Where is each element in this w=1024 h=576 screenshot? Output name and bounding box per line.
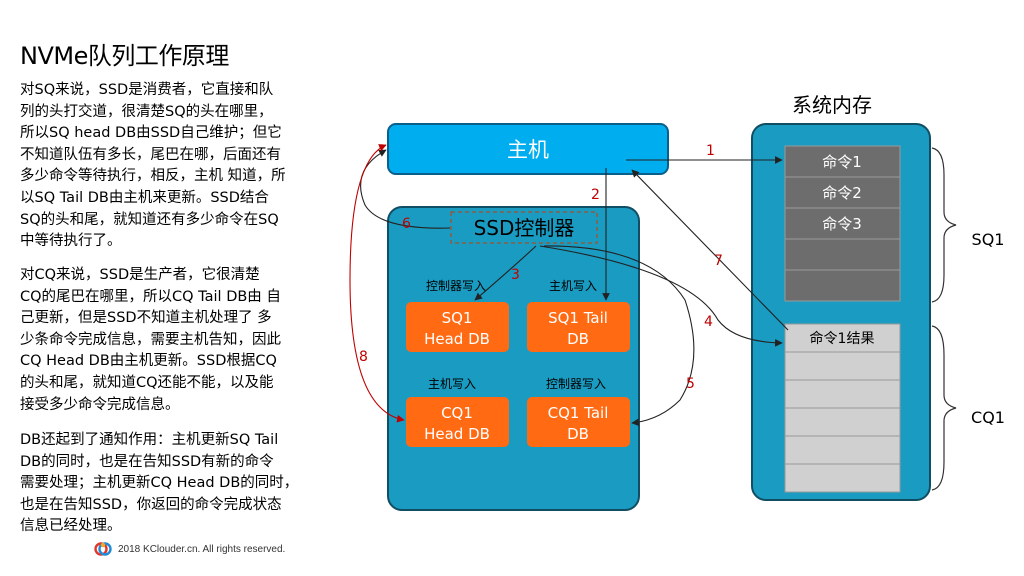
cq1-head-db-line1: CQ1	[441, 404, 473, 422]
cq-entry-1: 命令1结果	[810, 330, 875, 347]
step-label-2: 2	[591, 187, 600, 203]
cq1-head-db-box	[406, 397, 509, 447]
cq-slot	[784, 407, 901, 437]
sq1-queue: 命令1 命令2 命令3	[784, 145, 901, 302]
sq1-head-db-line1: SQ1	[442, 309, 473, 327]
arrow-step-8	[349, 144, 405, 423]
sq1-head-db-box	[406, 302, 509, 352]
cq1-head-db-line2: Head DB	[424, 425, 490, 443]
doorbell-caption-sq-tail: 主机写入	[549, 279, 597, 293]
sq-slot	[784, 207, 901, 240]
cq-slot	[784, 323, 901, 353]
cq-explanation: 对CQ来说，SSD是生产者，它很清楚 CQ的尾巴在哪里，所以CQ Tail DB…	[20, 267, 281, 413]
copyright-text: 2018 KClouder.cn. All rights reserved.	[118, 543, 286, 555]
sq1-tail-db-line2: DB	[567, 330, 589, 348]
controller-label: SSD控制器	[474, 216, 575, 240]
step-label-4: 4	[704, 314, 713, 330]
sq-entry-3: 命令3	[822, 215, 862, 233]
cq-slot	[784, 463, 901, 493]
sq-slot	[784, 145, 901, 178]
arrow-step-5	[543, 245, 695, 427]
cq1-queue: 命令1结果	[784, 323, 901, 493]
cq1-tail-db-line2: DB	[567, 425, 589, 443]
step-label-5: 5	[686, 376, 695, 392]
sq-entry-1: 命令1	[822, 153, 862, 171]
step-label-8: 8	[359, 349, 368, 365]
sq-slot	[784, 176, 901, 209]
sq-slot	[784, 238, 901, 271]
memory-title: 系统内存	[792, 93, 872, 117]
arrow-step-6	[360, 149, 451, 229]
doorbell-caption-sq-head: 控制器写入	[426, 279, 486, 293]
cq1-tail-db-line1: CQ1 Tail	[548, 404, 609, 422]
cq1-label: CQ1	[971, 408, 1005, 427]
step-label-6: 6	[402, 216, 411, 232]
doorbell-caption-cq-head: 主机写入	[428, 377, 476, 391]
footer: 2018 KClouder.cn. All rights reserved.	[94, 540, 285, 558]
arrow-step-3	[474, 245, 537, 301]
arrow-step-4	[539, 245, 783, 347]
sq1-head-db-line2: Head DB	[424, 330, 490, 348]
page-title: NVMe队列工作原理	[20, 42, 229, 70]
cq1-brace	[931, 325, 957, 491]
doorbell-explanation: DB还起到了通知作用：主机更新SQ Tail DB的同时，也是在告知SSD有新的…	[20, 432, 299, 535]
sq1-label: SQ1	[972, 230, 1005, 249]
cq-slot	[784, 351, 901, 381]
kclouder-logo-icon	[94, 542, 112, 556]
ssd-controller-panel	[387, 206, 640, 511]
controller-label-box	[450, 211, 598, 244]
step-label-1: 1	[706, 143, 715, 159]
sq-slot	[784, 269, 901, 302]
sq-entry-2: 命令2	[822, 184, 862, 202]
doorbell-caption-cq-tail: 控制器写入	[546, 377, 606, 391]
sq1-tail-db-line1: SQ1 Tail	[548, 309, 608, 327]
cq-slot	[784, 379, 901, 409]
sq1-tail-db-box	[527, 302, 630, 352]
cq1-tail-db-box	[527, 397, 630, 447]
sq1-brace	[931, 147, 957, 303]
sq-explanation: 对SQ来说，SSD是消费者，它直接和队 列的头打交道，很清楚SQ的头在哪里， 所…	[20, 82, 286, 250]
arrow-step-7	[631, 169, 789, 331]
step-label-3: 3	[511, 267, 520, 283]
host-label: 主机	[507, 138, 549, 162]
step-label-7: 7	[714, 253, 723, 269]
cq-slot	[784, 435, 901, 465]
